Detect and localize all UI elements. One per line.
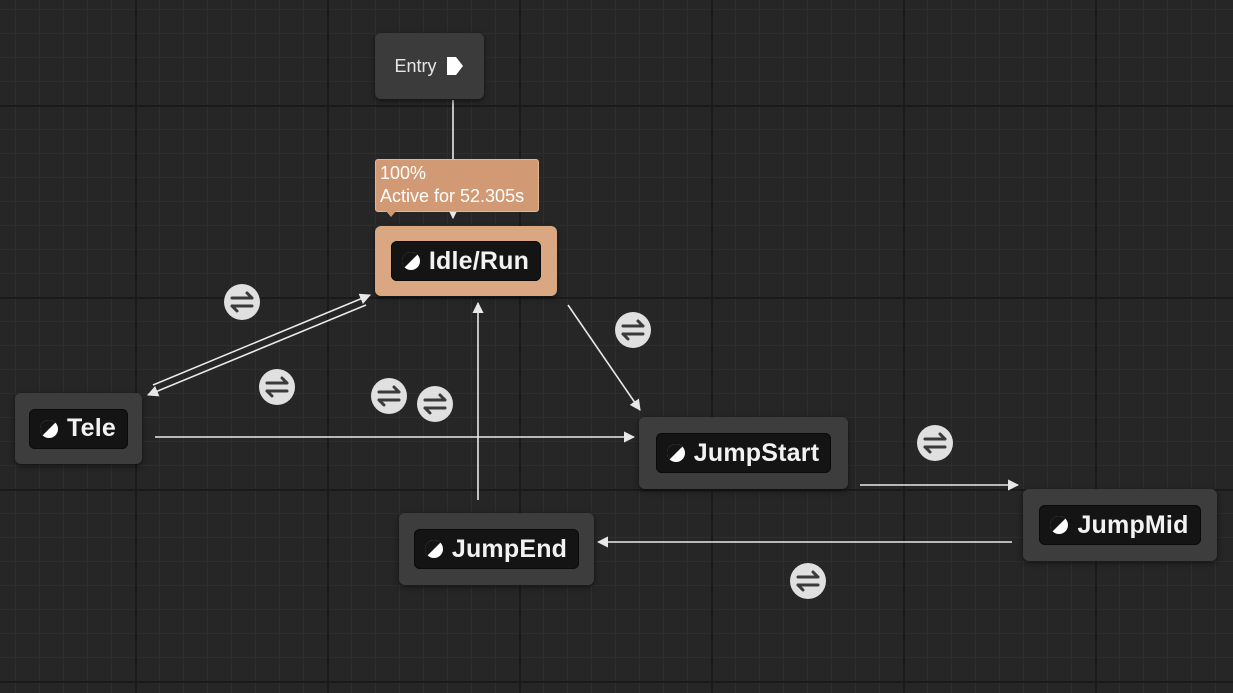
state-weight: 100% [380,163,427,183]
state-pill: JumpMid [1039,505,1201,545]
state-label-jumpstart: JumpStart [693,438,820,467]
state-node-idle-run[interactable]: Idle/Run [375,226,557,296]
transition-rule-icon[interactable] [614,311,652,349]
wire-tele-to-idle-run [152,293,372,386]
transition-rule-icon[interactable] [370,377,408,415]
state-icon [401,251,420,270]
transition-rule-icon[interactable] [258,368,296,406]
state-icon [424,539,443,558]
state-pill: Idle/Run [390,241,542,281]
state-label-jumpend: JumpEnd [451,534,568,563]
state-node-jumpend[interactable]: JumpEnd [399,513,594,585]
state-node-jumpstart[interactable]: JumpStart [639,417,848,489]
wire-idle-run-to-jumpstart [567,304,641,411]
transition-rule-icon[interactable] [789,562,827,600]
state-label-tele: Tele [67,414,116,442]
entry-arrow-icon [446,57,463,75]
entry-label: Entry [394,55,437,76]
state-icon [39,419,58,438]
tooltip-tail [386,211,396,217]
state-node-jumpmid[interactable]: JumpMid [1023,489,1217,561]
active-state-tooltip: 100% Active for 52.305s [375,159,539,212]
state-icon [1050,515,1069,534]
active-time: Active for 52.305s [380,186,525,206]
state-node-tele[interactable]: Tele [15,393,142,464]
state-pill: Tele [29,408,128,449]
wire-idle-run-to-tele [146,304,367,397]
state-label-idle-run: Idle/Run [428,246,530,275]
state-pill: JumpEnd [413,529,580,569]
transition-rule-icon[interactable] [223,283,261,321]
entry-node[interactable]: Entry [375,33,484,99]
transition-rule-icon[interactable] [416,385,454,423]
state-pill: JumpStart [655,433,832,473]
transition-rule-icon[interactable] [916,424,954,462]
state-label-jumpmid: JumpMid [1077,510,1189,539]
state-icon [666,443,685,462]
